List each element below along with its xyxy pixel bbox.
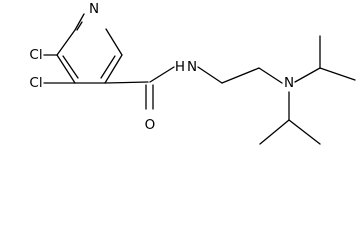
bond-ch2-n [258,67,283,84]
bond-n-ch-top [294,67,321,83]
bond-carbonyl-n [149,66,175,83]
atom-n-ring: N [89,1,99,17]
atom-n-amine: N [284,75,294,91]
bond-ring-n-c2 [74,13,85,31]
bond-ring-c5-c6 [104,54,123,84]
bond-ring-c2-c3 [56,29,76,56]
atom-o-carbonyl: O [145,117,156,133]
bond-ring-carbonyl [104,81,149,84]
structure-diagram: N Cl Cl O H N N [29,1,356,145]
bond-ch-top-me-right [319,67,356,81]
bond-ring-c3-c4-inner [62,55,79,79]
atom-cl-top: Cl [29,47,42,63]
bond-ring-n-c2-inner [76,21,83,31]
atom-cl-bottom: Cl [29,75,42,91]
bond-ring-c5-c6-inner [100,55,116,79]
molecule-svg: N Cl Cl O H N N [29,1,356,145]
atom-n-amide: N [187,59,197,75]
bond-ch2-ch2 [221,67,260,84]
atom-h-amide: H [175,59,185,75]
bond-n-ch2 [197,66,223,84]
bond-ring-c3-c4 [56,54,76,84]
bond-ring-c6-n [105,28,123,56]
bond-ch-bottom-me-left [259,119,290,145]
bond-ch-bottom-me-right [288,119,321,145]
